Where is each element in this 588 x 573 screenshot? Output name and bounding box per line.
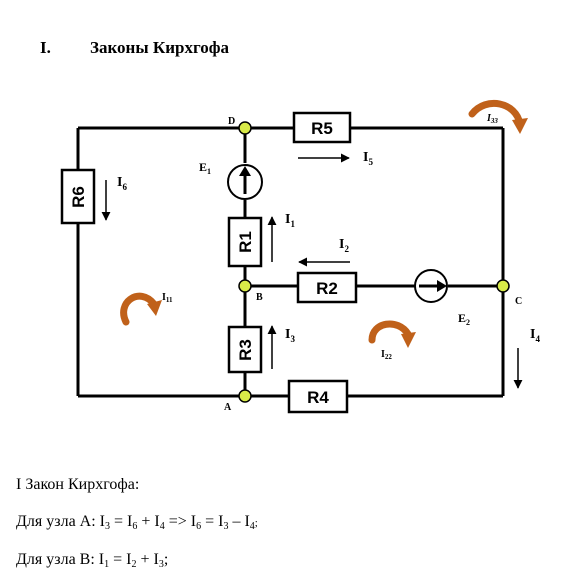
node-d <box>238 121 252 135</box>
emf-source-e2 <box>414 269 448 303</box>
loop-label-i33: I33 <box>486 113 498 125</box>
circuit-nodes <box>238 121 510 403</box>
resistor-label: R5 <box>311 119 333 138</box>
node-label-c: C <box>515 296 522 307</box>
node-label-b: B <box>256 292 263 303</box>
resistor-label: R3 <box>236 339 255 361</box>
resistor-label: R4 <box>307 388 329 407</box>
node-label-d: D <box>228 116 235 127</box>
resistor-label: R6 <box>69 186 88 208</box>
section-title: Законы Кирхгофа <box>90 38 229 57</box>
current-label-i6: I6 <box>117 175 127 192</box>
current-label-i2: I2 <box>339 237 349 254</box>
current-label-i3: I3 <box>285 327 295 344</box>
loop-arrow-i11-icon <box>120 292 162 326</box>
current-label-i1: I1 <box>285 212 295 229</box>
emf-label-e2: E2 <box>458 311 470 327</box>
current-arrows <box>101 153 523 389</box>
loop-arrow-i22-icon <box>368 320 416 348</box>
resistor-label: R1 <box>236 231 255 253</box>
emf-source-e1 <box>227 164 263 200</box>
section-number: I. <box>40 38 51 57</box>
node-a <box>238 389 252 403</box>
resistor-label: R2 <box>316 279 338 298</box>
current-label-i4: I4 <box>530 327 540 344</box>
node-label-a: A <box>224 402 232 413</box>
resistor-r5: R5 <box>292 111 352 144</box>
equation-node-b: Для узла B: I1 = I2 + I3; <box>16 551 169 570</box>
resistor-r6: R6 <box>60 168 96 225</box>
emf-label-e1: E1 <box>199 160 211 176</box>
current-label-i5: I5 <box>363 150 373 167</box>
resistor-r3: R3 <box>227 325 263 374</box>
loop-arrows <box>120 100 528 348</box>
loop-label-i11: I11 <box>162 292 173 304</box>
loop-arrow-i33-icon <box>468 100 528 134</box>
circuit-wires <box>76 126 505 398</box>
resistor-r1: R1 <box>227 216 263 268</box>
resistor-r2: R2 <box>296 271 358 304</box>
resistor-r4: R4 <box>287 379 349 414</box>
circuit-diagram: R5 R6 R1 R2 R3 R4 <box>60 100 540 414</box>
node-c <box>496 279 510 293</box>
law-title: I Закон Кирхгофа: <box>16 476 140 493</box>
node-b <box>238 279 252 293</box>
loop-label-i22: I22 <box>381 349 392 361</box>
equation-node-a: Для узла A: I3 = I6 + I4 => I6 = I3 – I4… <box>16 513 258 532</box>
